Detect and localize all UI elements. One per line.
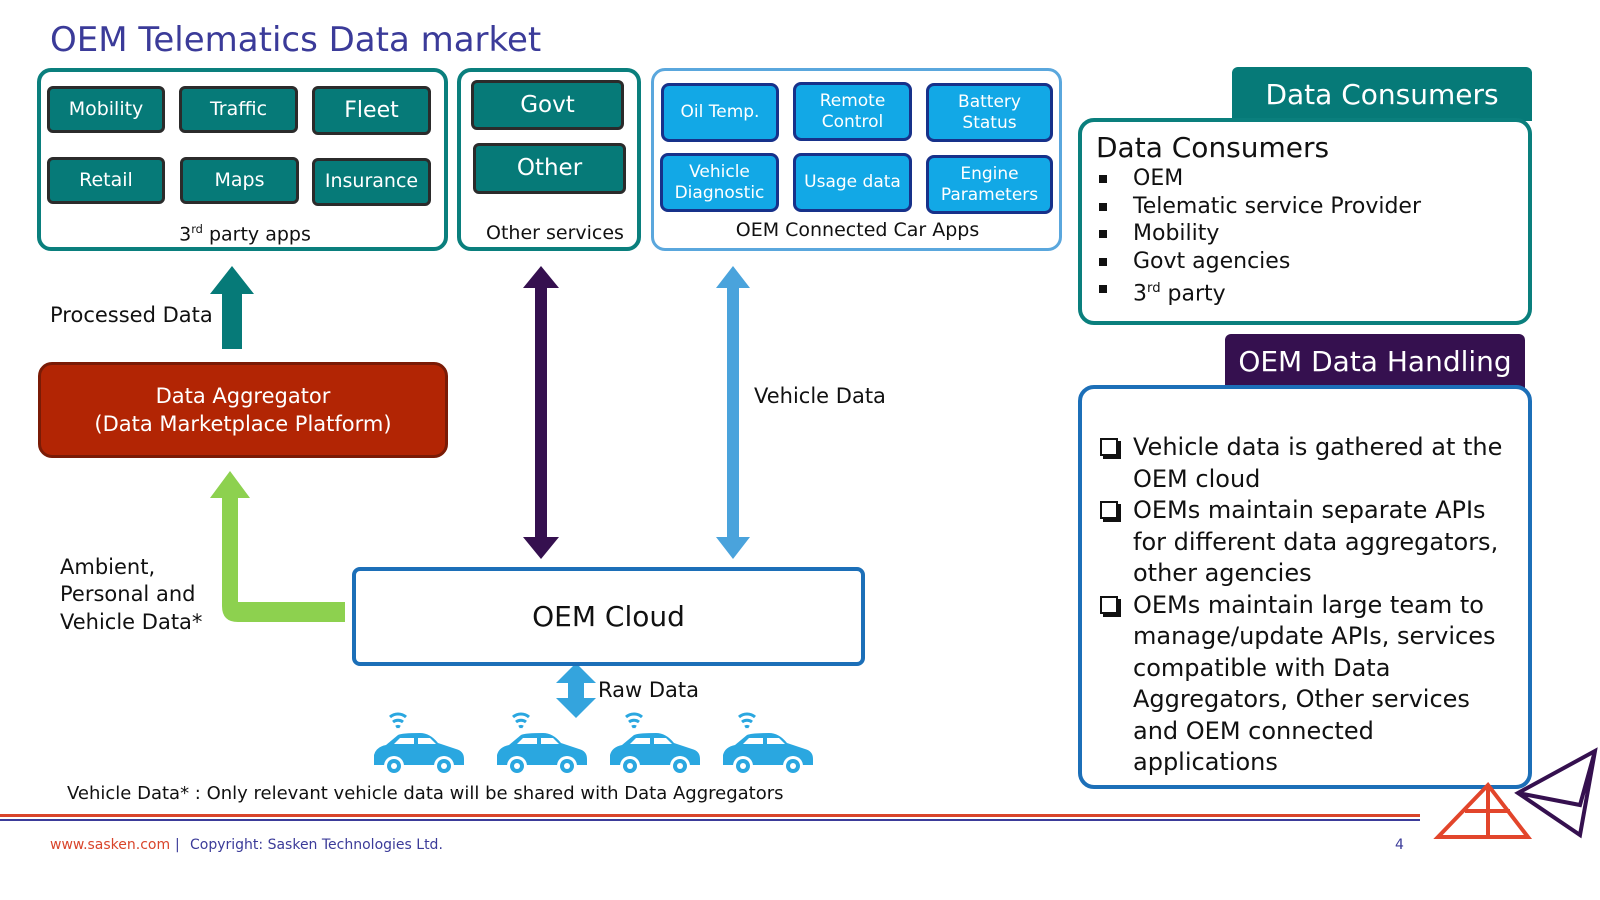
raw-data-label: Raw Data [598,678,699,702]
page-title: OEM Telematics Data market [50,20,542,60]
car-icon [372,712,466,775]
other-services-caption: Other services [486,222,624,244]
ambient-data-arrow [210,471,345,622]
app-usage-data: Usage data [793,153,912,212]
aggregator-line2: (Data Marketplace Platform) [94,412,392,436]
footnote: Vehicle Data* : Only relevant vehicle da… [67,783,784,804]
vehicle-data-label: Vehicle Data [754,384,886,408]
list-item: OEMs maintain large team to manage/updat… [1099,590,1519,779]
data-consumers-tab: Data Consumers [1232,67,1532,121]
ambient-data-label: Ambient, Personal and Vehicle Data* [60,555,203,634]
list-item: 3rd party [1096,275,1516,308]
app-traffic: Traffic [179,86,298,133]
car-icon [721,712,815,775]
page-number: 4 [1395,837,1404,853]
connected-apps-caption: OEM Connected Car Apps [735,219,980,241]
list-item: OEMs maintain separate APIs for differen… [1099,495,1519,590]
footer-copyright: Copyright: Sasken Technologies Ltd. [190,837,443,853]
footer-divider [0,814,1420,817]
service-govt: Govt [471,80,624,130]
vehicle-data-arrow [716,266,750,559]
app-vehicle-diagnostic: Vehicle Diagnostic [660,153,779,212]
app-retail: Retail [47,157,165,204]
processed-data-label: Processed Data [50,303,213,327]
app-insurance: Insurance [312,158,431,206]
oem-data-handling-panel [1078,385,1532,789]
footer-site-link[interactable]: www.sasken.com [50,837,171,853]
app-engine-parameters: Engine Parameters [926,155,1053,214]
app-battery-status: Battery Status [926,83,1053,142]
app-mobility: Mobility [47,86,165,133]
processed-data-arrow [210,266,254,349]
aggregator-line1: Data Aggregator [155,383,331,408]
oem-data-handling-list: Vehicle data is gathered at the OEM clou… [1099,432,1519,779]
app-fleet: Fleet [312,86,431,135]
raw-data-arrow [556,663,596,718]
footer-separator: | [175,837,180,853]
service-other: Other [473,143,626,194]
other-services-arrow [523,266,559,559]
car-icon [495,712,589,775]
app-remote-control: Remote Control [793,82,912,141]
connected-cars [372,712,815,775]
data-consumers-heading: Data Consumers [1096,131,1330,164]
oem-data-handling-tab: OEM Data Handling [1225,334,1525,388]
logo-decoration [1433,747,1598,839]
data-consumers-list: OEM Telematic service Provider Mobility … [1096,165,1516,308]
app-maps: Maps [180,157,299,204]
footer-divider [0,819,1420,821]
list-item: Vehicle data is gathered at the OEM clou… [1099,432,1519,495]
list-item: Telematic service Provider [1096,193,1516,221]
car-icon [608,712,702,775]
oem-cloud-box: OEM Cloud [352,567,865,666]
list-item: Mobility [1096,220,1516,248]
data-aggregator-box: Data Aggregator (Data Marketplace Platfo… [38,362,448,458]
app-oil-temp: Oil Temp. [661,83,779,142]
data-consumers-panel [1078,118,1532,325]
list-item: Govt agencies [1096,248,1516,276]
list-item: OEM [1096,165,1516,193]
third-party-caption: 3rd party apps [179,222,311,246]
